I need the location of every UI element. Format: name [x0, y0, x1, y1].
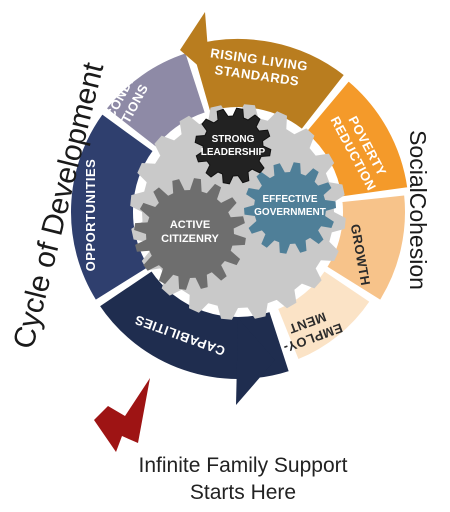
- leadership-label-1: STRONG: [212, 134, 255, 145]
- leadership-label-2: LEADERSHIP: [201, 147, 266, 158]
- segment-poverty-reduction: [303, 78, 410, 199]
- gear-effective-government: [244, 162, 336, 254]
- caption: Infinite Family Support Starts Here: [0, 452, 450, 506]
- government-label-1: EFFECTIVE: [262, 194, 317, 205]
- social-cohesion-title: SocialCohesion: [405, 130, 431, 290]
- citizenry-label-2: CITIZENRY: [161, 233, 219, 245]
- gear-strong-leadership: [194, 107, 272, 185]
- citizenry-label-1: ACTIVE: [170, 219, 210, 231]
- caption-line-1: Infinite Family Support: [138, 454, 348, 477]
- capabilities-arrowhead: [236, 318, 275, 405]
- opportunities-label: OPPORTUNITIES: [83, 159, 98, 272]
- gear-active-citizenry: [134, 178, 246, 290]
- start-arrow: [94, 378, 150, 452]
- rising-arrowhead: [180, 12, 210, 76]
- caption-line-2: Starts Here: [189, 481, 297, 504]
- government-label-2: GOVERNMENT: [254, 207, 326, 218]
